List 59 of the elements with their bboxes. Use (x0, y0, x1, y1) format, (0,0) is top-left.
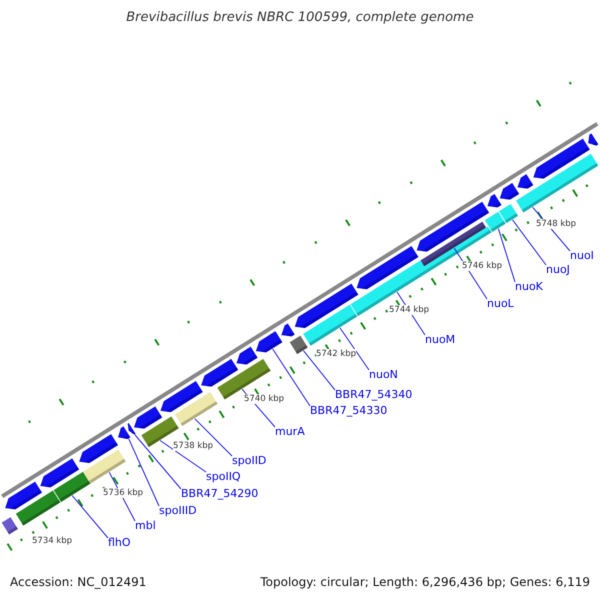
scale-label: 5740 kbp (244, 394, 284, 404)
leader-line (498, 228, 516, 282)
scale-label: 5738 kbp (173, 441, 214, 451)
gene-block (134, 406, 162, 429)
accession-text: Accession: NC_012491 (10, 575, 146, 589)
gene-block (500, 182, 520, 200)
gene-label: nuoI (570, 250, 594, 262)
gene-block (201, 358, 238, 387)
gene-block (256, 331, 282, 352)
scale-label: 5748 kbp (536, 219, 576, 229)
scale-label: 5734 kbp (32, 536, 72, 546)
gene-block (118, 426, 130, 440)
gene-block (236, 346, 258, 364)
gene-block (79, 434, 118, 463)
gene-label: spoIIID (159, 505, 197, 517)
gene-block (588, 133, 598, 146)
gene-bar (484, 212, 506, 232)
gene-block (487, 194, 502, 208)
gene-block (356, 246, 418, 290)
gene-label: nuoM (425, 334, 456, 346)
gene-block (128, 423, 136, 435)
scale-label: 5736 kbp (103, 488, 144, 498)
gene-block (5, 482, 42, 510)
scale-label: 5744 kbp (389, 305, 430, 315)
gene-label: murA (275, 426, 305, 438)
gene-label: flhO (108, 537, 131, 549)
leader-line (303, 350, 336, 390)
leader-line (194, 418, 232, 456)
map-title: Brevibacillus brevis NBRC 100599, complete genome (125, 10, 475, 25)
gene-block (40, 458, 80, 488)
gene-label: nuoK (515, 281, 543, 293)
gene-label: spoIID (232, 455, 266, 467)
gene-label: BBR47_54330 (310, 405, 388, 417)
gene-bar (290, 336, 308, 354)
leader-line (128, 438, 160, 506)
gene-label: mbl (135, 520, 156, 532)
scale-label: 5742 kbp (316, 349, 356, 359)
gene-bar (54, 472, 90, 502)
leader-line (512, 219, 546, 266)
gene-label: nuoN (369, 369, 398, 381)
gene-bar (174, 392, 218, 426)
gene-block (160, 380, 203, 412)
gene-label: BBR47_54290 (181, 488, 258, 500)
gene-label: nuoL (487, 298, 514, 310)
leader-line (340, 327, 370, 370)
genome-summary-text: Topology: circular; Length: 6,296,436 bp; Genes: 6,119 (260, 575, 590, 589)
leader-line (72, 495, 108, 538)
gene-block (281, 323, 295, 336)
gene-block (416, 202, 490, 252)
gene-block (294, 284, 358, 328)
leader-line (134, 434, 182, 490)
gene-label: nuoJ (546, 264, 570, 276)
scale-label: 5746 kbp (462, 261, 502, 271)
gene-bar (498, 204, 518, 224)
leader-line (160, 440, 206, 472)
gene-block (533, 138, 590, 179)
gene-label: spoIIQ (206, 471, 241, 483)
leader-line (272, 348, 310, 406)
gene-label: BBR47_54340 (335, 389, 412, 401)
